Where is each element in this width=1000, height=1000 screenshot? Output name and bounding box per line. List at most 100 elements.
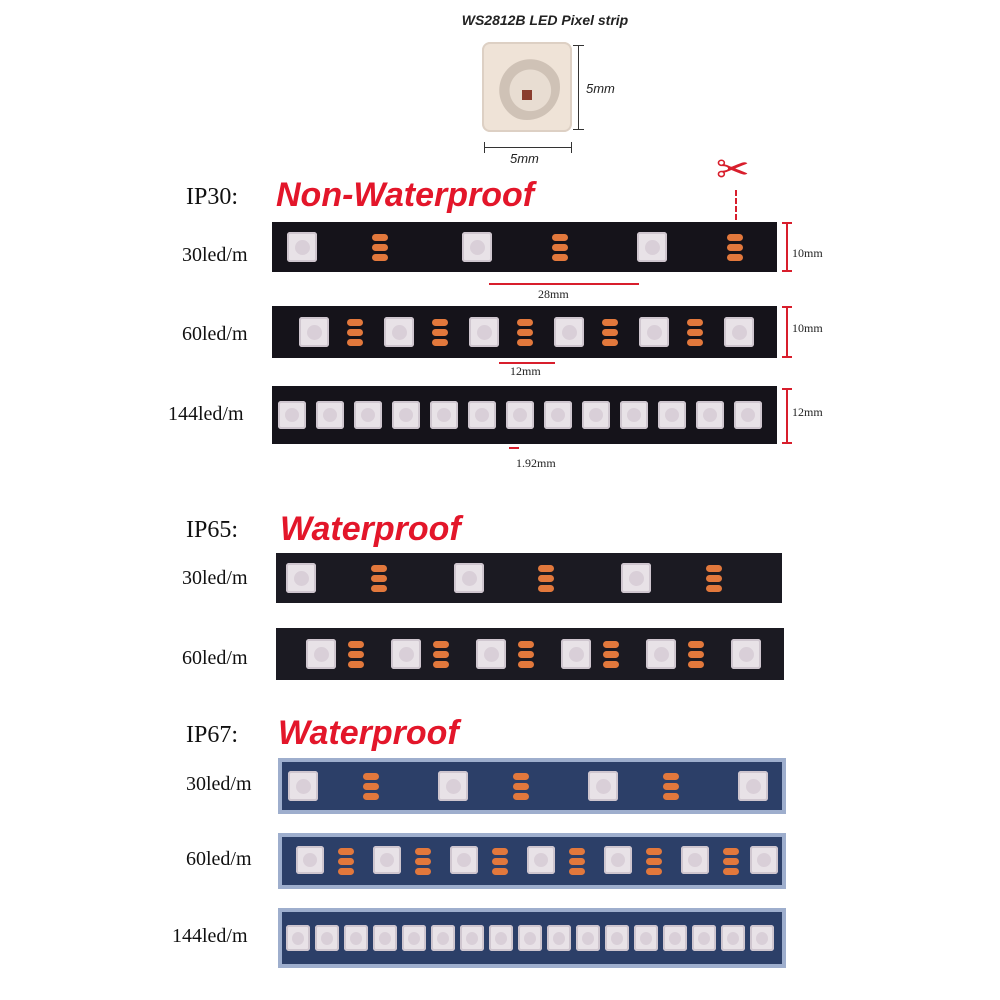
led-spacing-line [489,283,639,285]
led-pixel [604,846,632,874]
strip-ip65-60 [276,628,784,680]
led-pixel [392,401,420,429]
solder-pad [727,234,743,241]
solder-pad [348,651,364,658]
led-pixel [724,317,754,347]
led-pixel [544,401,572,429]
led-pixel [637,232,667,262]
solder-pad [347,329,363,336]
led-pixel [454,563,484,593]
solder-pad [517,319,533,326]
solder-pad [706,585,722,592]
solder-pad [371,565,387,572]
strip-width-label: 10mm [792,321,823,335]
solder-pad [433,661,449,668]
led-pixel [384,317,414,347]
led-pixel [460,925,484,951]
led-spacing-label: 1.92mm [516,456,556,470]
solder-pad [538,565,554,572]
section-ip30-rating: IP30: [186,184,239,210]
led-pixel [286,563,316,593]
row-ip67-144-label: 144led/m [172,925,248,947]
solder-pad [538,585,554,592]
led-pixel [476,639,506,669]
section-ip67-rating: IP67: [186,722,239,748]
row-ip67-60-label: 60led/m [186,848,252,870]
solder-pad [723,848,739,855]
solder-pad [517,339,533,346]
solder-pad [492,848,508,855]
solder-pad [432,339,448,346]
solder-pad [513,793,529,800]
height-dimension-label: 5mm [586,81,615,96]
section-ip67-label: Waterproof [278,714,459,752]
strip-ip67-60 [278,833,786,889]
led-pixel [468,401,496,429]
led-spacing-label: 12mm [510,364,541,378]
solder-pad [432,319,448,326]
led-pixel [731,639,761,669]
led-pixel [296,846,324,874]
led-pixel [462,232,492,262]
strip-ip67-144 [278,908,786,968]
solder-pad [415,868,431,875]
led-pixel [430,401,458,429]
led-chip [522,90,532,100]
led-pixel [278,401,306,429]
led-pixel [316,401,344,429]
led-spacing-line [509,447,519,449]
solder-pad [727,244,743,251]
solder-pad [723,858,739,865]
solder-pad [706,575,722,582]
led-pixel [634,925,658,951]
solder-pad [687,319,703,326]
strip-width-marker [782,388,792,444]
led-pixel [469,317,499,347]
strip-ip67-30 [278,758,786,814]
led-spacing-line [499,362,555,364]
led-pixel [431,925,455,951]
led-pixel [750,846,778,874]
led-pixel [692,925,716,951]
solder-pad [602,339,618,346]
solder-pad [688,641,704,648]
solder-pad [372,254,388,261]
led-pixel [681,846,709,874]
solder-pad [348,641,364,648]
solder-pad [663,793,679,800]
led-pixel [621,563,651,593]
led-pixel [288,771,318,801]
led-pixel [306,639,336,669]
solder-pad [602,329,618,336]
led-pixel [450,846,478,874]
led-closeup-image [482,42,572,132]
led-pixel [639,317,669,347]
solder-pad [517,329,533,336]
solder-pad [433,651,449,658]
led-pixel [738,771,768,801]
solder-pad [687,329,703,336]
strip-ip30-60 [272,306,777,358]
led-pixel [646,639,676,669]
led-pixel [373,925,397,951]
solder-pad [518,661,534,668]
solder-pad [347,339,363,346]
led-pixel [518,925,542,951]
solder-pad [372,234,388,241]
solder-pad [603,661,619,668]
width-dimension-line [484,142,572,153]
solder-pad [492,868,508,875]
led-pixel [489,925,513,951]
led-pixel [554,317,584,347]
solder-pad [348,661,364,668]
section-ip65-rating: IP65: [186,517,239,543]
solder-pad [646,858,662,865]
led-pixel [286,925,310,951]
solder-pad [338,868,354,875]
solder-pad [552,234,568,241]
solder-pad [646,868,662,875]
solder-pad [602,319,618,326]
led-pixel [721,925,745,951]
solder-pad [372,244,388,251]
solder-pad [603,641,619,648]
